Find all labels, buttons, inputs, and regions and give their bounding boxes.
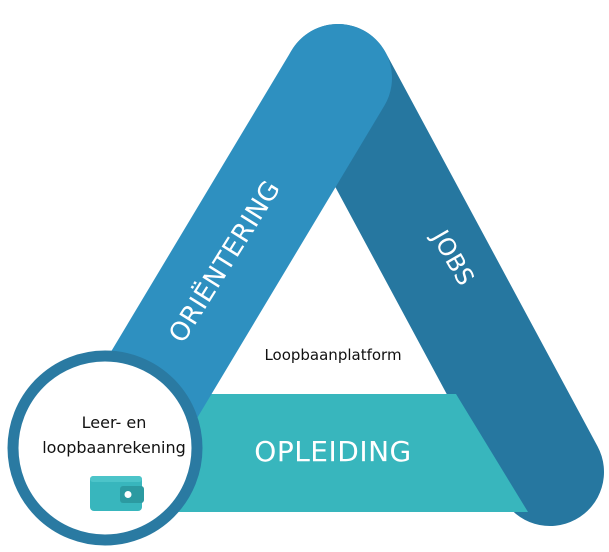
- account-label-line1: Leer- en: [82, 413, 147, 432]
- account-circle: [7, 350, 203, 546]
- label-loopbaanplatform: Loopbaanplatform: [264, 346, 401, 364]
- wallet-icon: [90, 476, 144, 511]
- band-opleiding: [120, 394, 528, 512]
- band-orientering: [91, 24, 392, 454]
- account-label-line2: loopbaanrekening: [42, 438, 186, 457]
- band-jobs: [284, 24, 604, 526]
- label-opleiding: OPLEIDING: [254, 435, 411, 468]
